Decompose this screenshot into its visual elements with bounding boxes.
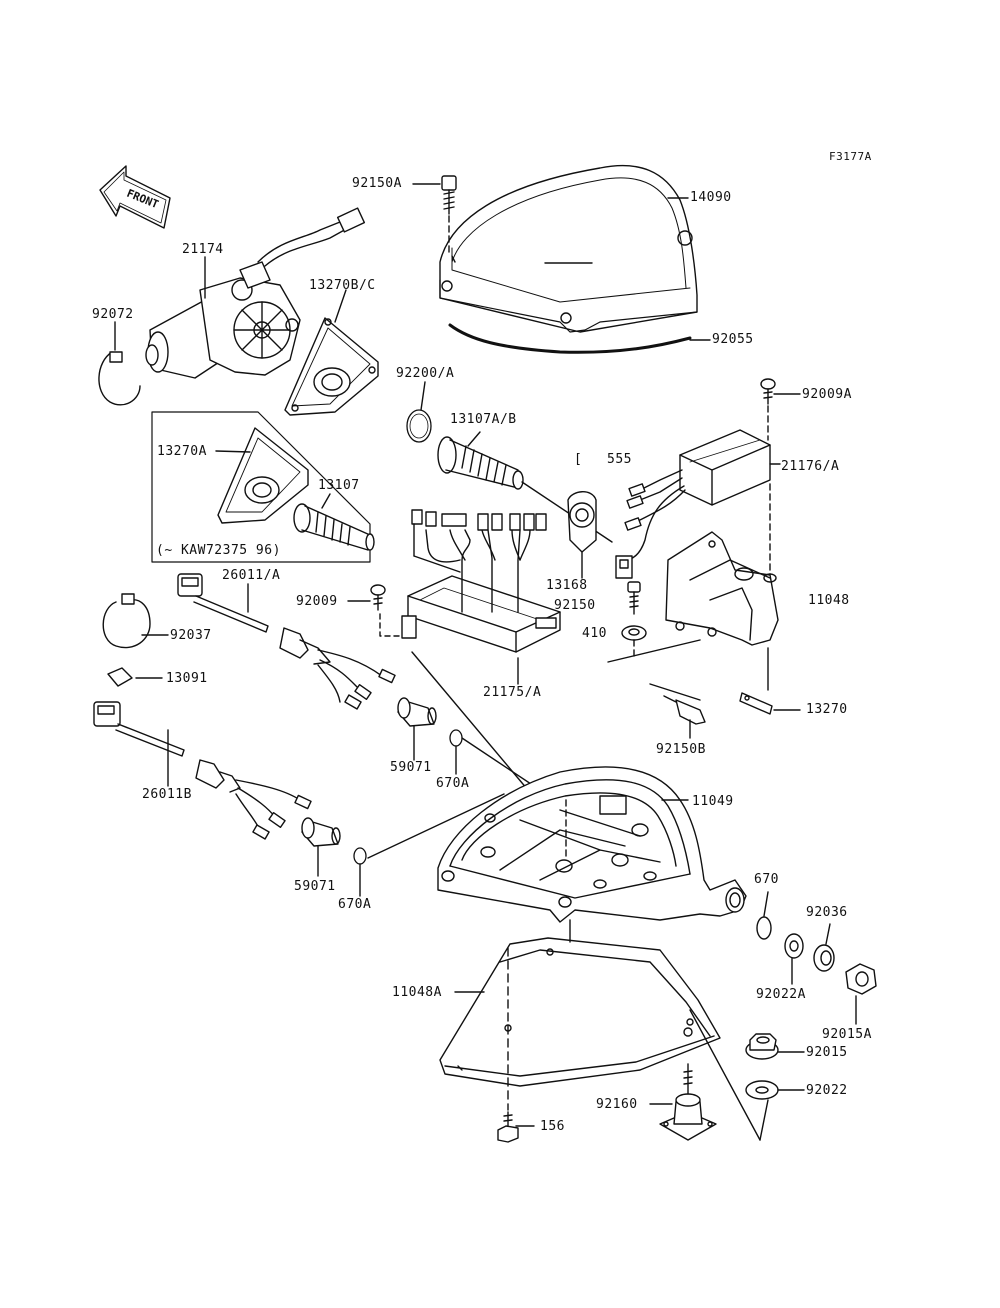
part-label-13107AB: 13107A/B: [450, 412, 517, 427]
clamp-92072: [98, 351, 141, 406]
control-box-21175A: [401, 509, 561, 653]
oring-670: [756, 916, 772, 940]
part-label-156: 156: [540, 1119, 565, 1134]
part-label-21175A: 21175/A: [483, 685, 542, 700]
cam-13168: [567, 491, 597, 553]
part-label-92015A: 92015A: [822, 1027, 872, 1042]
front-direction-icon: FRONT: [99, 165, 171, 229]
fitting-59071-a: [397, 697, 437, 727]
part-label-670: 670: [754, 872, 779, 887]
part-label-92022: 92022: [806, 1083, 848, 1098]
shaft-13107AB: [437, 436, 524, 490]
oring-670A-a: [449, 729, 463, 747]
control-unit-21176A: [615, 429, 771, 579]
damper-mount-92160: [659, 1063, 717, 1141]
harness-26011B: [93, 701, 312, 840]
part-label-92009: 92009: [296, 594, 338, 609]
part-label-92055: 92055: [712, 332, 754, 347]
part-label-92160: 92160: [596, 1097, 638, 1112]
gasket-92055: [448, 323, 692, 354]
washer-92022: [745, 1080, 779, 1100]
plate-13270BC: [284, 317, 379, 416]
part-label-11048A: 11048A: [392, 985, 442, 1000]
part-label-59071-a: 59071: [390, 760, 432, 775]
clip-13091: [107, 667, 133, 687]
part-label-410: 410: [582, 626, 607, 641]
plate-13270A: [217, 427, 309, 524]
screw-92009: [370, 584, 386, 611]
screw-92150A: [441, 175, 457, 215]
meter-case-11049: [437, 766, 747, 923]
clamp-92037: [102, 593, 151, 649]
part-label-92150A: 92150A: [352, 176, 402, 191]
bolt-156: [497, 1111, 519, 1143]
collar-92036: [813, 944, 835, 972]
part-label-13270: 13270: [806, 702, 848, 717]
part-label-92015: 92015: [806, 1045, 848, 1060]
kaw-serial-note: (~ KAW72375 96): [156, 543, 281, 558]
part-label-555: 555: [607, 452, 632, 467]
part-label-26011B: 26011B: [142, 787, 192, 802]
washer-92022A: [784, 933, 804, 959]
part-label-670A-b: 670A: [338, 897, 372, 912]
nut-92015A: [845, 963, 877, 995]
oring-92200A: [406, 409, 432, 443]
part-label-92036: 92036: [806, 905, 848, 920]
part-label-92200A: 92200/A: [396, 366, 455, 381]
part-label-13270BC: 13270B/C: [309, 278, 376, 293]
figure-code: F3177A: [829, 150, 872, 163]
part-label-13107: 13107: [318, 478, 360, 493]
part-label-92150B: 92150B: [656, 742, 706, 757]
key-13270: [739, 692, 773, 715]
part-label-21174: 21174: [182, 242, 224, 257]
motor-21174: [145, 207, 366, 379]
oring-670A-b: [353, 847, 367, 865]
screw-92150B: [663, 695, 706, 725]
fitting-59071-b: [301, 817, 341, 847]
part-label-555-bracket: [: [574, 452, 583, 467]
meter-cover-14090: [439, 164, 698, 333]
nut-92015: [745, 1033, 779, 1060]
part-label-59071-b: 59071: [294, 879, 336, 894]
part-label-13168: 13168: [546, 578, 588, 593]
part-label-13091: 13091: [166, 671, 208, 686]
part-label-92072: 92072: [92, 307, 134, 322]
part-label-92150: 92150: [554, 598, 596, 613]
cover-plate-11048A: [439, 937, 721, 1087]
harness-26011A: [177, 573, 396, 710]
part-label-670A-a: 670A: [436, 776, 470, 791]
part-label-13270A: 13270A: [157, 444, 207, 459]
washer-410: [621, 625, 647, 641]
part-label-11049: 11049: [692, 794, 734, 809]
part-label-92009A: 92009A: [802, 387, 852, 402]
part-label-92022A: 92022A: [756, 987, 806, 1002]
part-label-21176A: 21176/A: [781, 459, 840, 474]
part-label-26011A: 26011/A: [222, 568, 281, 583]
bracket-11048: [665, 531, 779, 646]
screw-92150: [627, 581, 641, 615]
part-label-14090: 14090: [690, 190, 732, 205]
shaft-13107: [293, 503, 375, 551]
part-label-11048: 11048: [808, 593, 850, 608]
screw-92009A: [760, 378, 776, 405]
part-label-92037: 92037: [170, 628, 212, 643]
